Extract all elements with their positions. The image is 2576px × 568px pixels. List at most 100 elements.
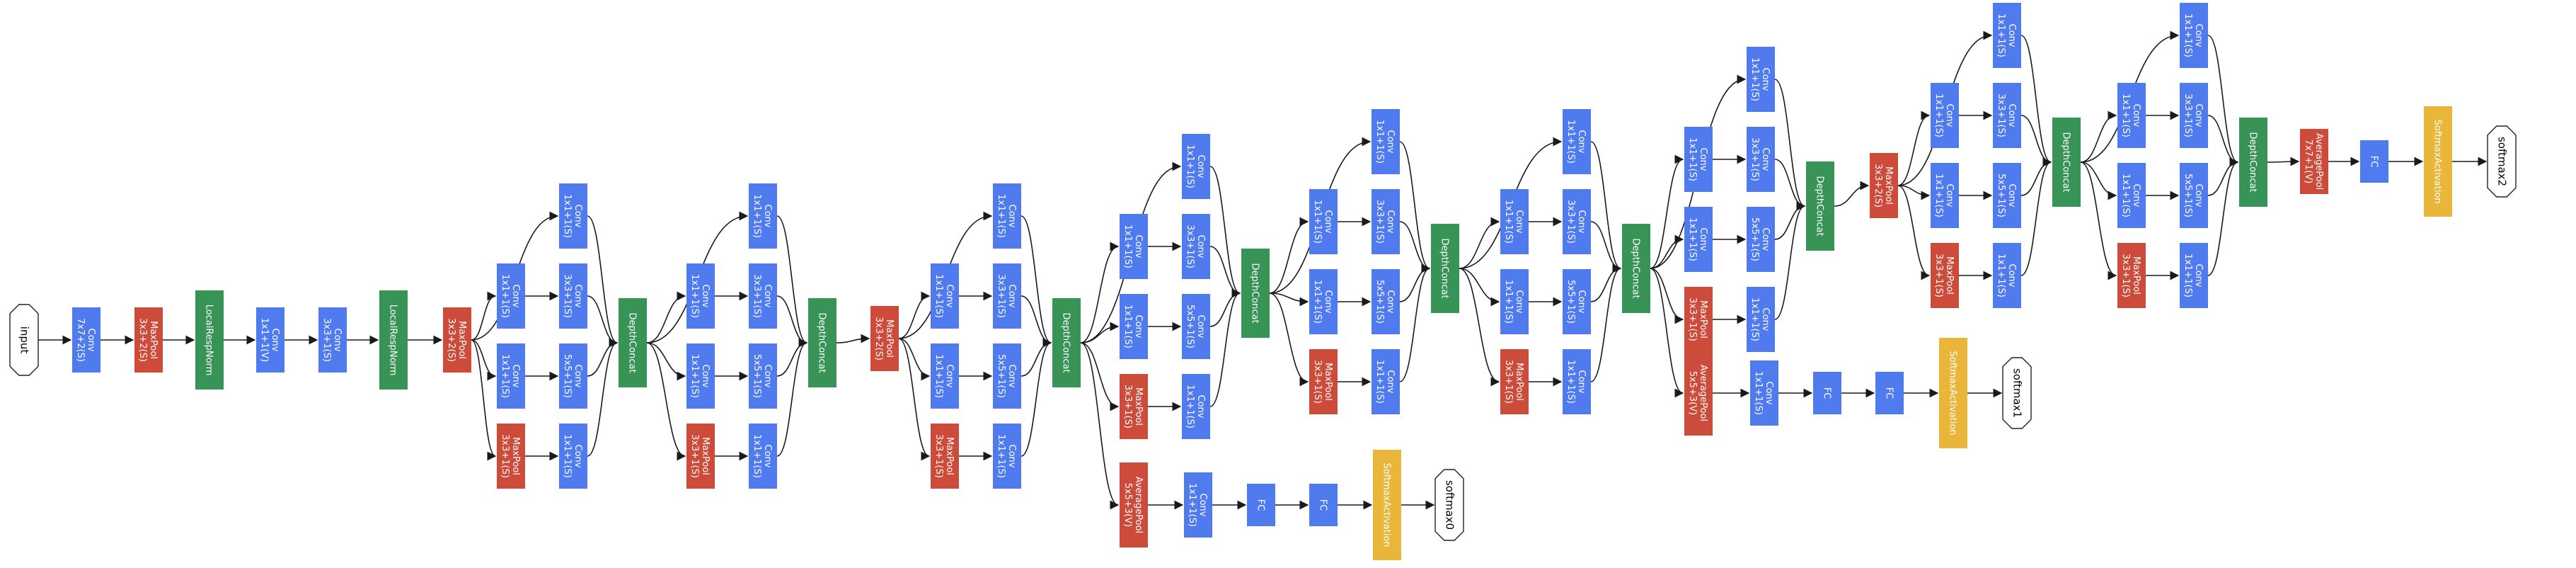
edge-i3a_1-to-i3a_dc [587, 215, 619, 348]
norm-node-shape [619, 298, 647, 387]
node-label-line: Conv [1764, 382, 1774, 405]
edge-i5b_dc-to-pf [2267, 157, 2300, 166]
node-label-line: Conv [573, 205, 583, 228]
node-a1_out: softmax1 [2002, 357, 2032, 429]
node-label-line: SoftmaxActivation [1948, 351, 1958, 435]
node-i4b_r5: Conv1x1+1(S) [1120, 294, 1148, 359]
node-label-line: AveragePool [2313, 133, 2324, 190]
node-label-line: MaxPool [1514, 363, 1524, 401]
edge-i4b_pp-to-i4b_dc [1209, 288, 1241, 407]
node-label: Conv1x1+1(S) [996, 434, 1017, 478]
node-label-line: MaxPool [1133, 387, 1144, 426]
node-input: input [9, 304, 39, 376]
node-label-line: 1x1+1(S) [689, 354, 700, 398]
node-label-line: LocalRespNorm [388, 305, 398, 376]
node-i4d_5: Conv5x5+1(S) [1563, 269, 1591, 334]
conv-node-shape [1372, 109, 1400, 174]
node-label-line: Conv [2006, 24, 2017, 47]
pool-node-shape [1684, 351, 1713, 436]
node-outf: softmax2 [2487, 125, 2517, 198]
node-label: Conv1x1+1(S) [1187, 483, 1208, 527]
node-i4d_1: Conv1x1+1(S) [1563, 109, 1591, 174]
node-label-line: 1x1+1(S) [1185, 144, 1195, 188]
node-i5b_pp: Conv1x1+1(S) [2180, 243, 2208, 308]
node-label: DepthConcat [627, 312, 638, 373]
conv-node-shape [993, 263, 1021, 329]
node-label: AveragePool5x5+3(V) [1122, 477, 1144, 533]
node-label: Conv5x5+1(S) [562, 354, 583, 398]
edge-i3a_pp-to-i3a_dc [587, 338, 619, 457]
edge-i5a_1-to-i5a_dc [2020, 35, 2052, 167]
node-i4d_r3: Conv1x1+1(S) [1500, 189, 1529, 254]
node-label: Conv1x1+1(S) [1185, 144, 1206, 188]
conv-node-shape [497, 343, 525, 409]
edge-p4-to-i5a_p [1897, 185, 1931, 280]
conv-node-shape [1563, 269, 1591, 334]
node-label: Conv5x5+1(S) [1565, 280, 1587, 324]
node-label-line: 1x1+1(S) [2120, 174, 2131, 217]
node-i5a_r3: Conv1x1+1(S) [1931, 83, 1959, 148]
node-label-line: 1x1+1(S) [1503, 200, 1514, 244]
norm-node-shape [2052, 118, 2081, 207]
node-label-line: 1x1+1(S) [1749, 297, 1760, 341]
node-label-line: 1x1+1(S) [1687, 137, 1698, 181]
node-label: Conv1x1+1(S) [1996, 13, 2017, 57]
node-label-line: Conv [944, 365, 955, 388]
node-label-line: 1x1+1(S) [1687, 217, 1698, 261]
conv-node-shape [1875, 372, 1904, 414]
node-i3a_r3: Conv1x1+1(S) [497, 263, 525, 329]
node-i3a_r5: Conv1x1+1(S) [497, 343, 525, 409]
pool-node-shape [1931, 243, 1959, 308]
edge-i4a_dc-to-a0_pool [1080, 342, 1120, 510]
node-label-line: 3x3+2(S) [446, 318, 456, 362]
pool-node-shape [1870, 153, 1898, 218]
node-label-line: Conv [1133, 235, 1144, 259]
edge-i4a_dc-to-i4b_p [1080, 342, 1120, 411]
node-label-line: 5x5+3(V) [1122, 483, 1133, 527]
node-label: Conv3x3+1(S) [1565, 200, 1587, 244]
node-label: Conv1x1+1(S) [689, 354, 711, 398]
node-label-line: 1x1+1(S) [752, 194, 762, 238]
edge-i4b_dc-to-i4c_r5 [1269, 292, 1309, 307]
node-label-line: FC [1318, 499, 1328, 511]
norm-node-shape [379, 290, 408, 390]
node-i5b_r3: Conv1x1+1(S) [2117, 83, 2146, 148]
norm-node-shape [808, 298, 836, 387]
node-i4a_r5: Conv1x1+1(S) [931, 343, 959, 409]
conv-node-shape [1993, 83, 2021, 148]
node-label: DepthConcat [1061, 312, 1071, 373]
node-label-line: Conv [1133, 315, 1144, 339]
edge-p2-to-i3a_p [471, 339, 497, 461]
node-label-line: Conv [1385, 210, 1396, 234]
node-label-line: 3x3+1(S) [689, 434, 700, 478]
node-i3b_1: Conv1x1+1(S) [749, 183, 777, 249]
conv-node-shape [1684, 207, 1713, 272]
node-a0_fc1: FC [1247, 484, 1275, 526]
node-label-line: 1x1+1(V) [259, 318, 270, 362]
node-i4c_r5: Conv1x1+1(S) [1309, 269, 1338, 334]
node-label-line: 3x3+1(S) [1122, 385, 1133, 428]
node-label-line: 1x1+1(S) [1753, 371, 1764, 415]
conv-node-shape [1372, 269, 1400, 334]
node-label-line: 5x5+1(S) [562, 354, 573, 398]
edge-i3a_dc-to-i3b_r5 [646, 342, 686, 381]
node-label-line: 1x1+1(S) [1996, 13, 2006, 57]
node-label-line: 1x1+1(S) [933, 274, 944, 318]
node-label: Conv1x1+1(S) [933, 354, 955, 398]
pool-node-shape [497, 424, 525, 489]
norm-node-shape [1052, 298, 1081, 387]
edges-layer [38, 30, 2488, 510]
node-label-line: 5x5+1(S) [1374, 280, 1385, 324]
node-i5b_p: MaxPool3x3+1(S) [2117, 243, 2146, 308]
node-i4a_5: Conv5x5+1(S) [993, 343, 1021, 409]
node-label-line: Conv [573, 445, 583, 468]
node-label: Conv3x3+1(S) [1374, 200, 1396, 244]
node-label: DepthConcat [1250, 263, 1260, 323]
node-label-line: 3x3+1(S) [321, 318, 332, 362]
node-label: FC [1884, 387, 1894, 399]
edge-i5a_dc-to-i5b_r5 [2080, 161, 2117, 200]
edge-i4c_dc-to-i4d_p [1459, 268, 1500, 387]
node-i4c_pp: Conv1x1+1(S) [1372, 349, 1400, 414]
node-label-line: MaxPool [2131, 256, 2141, 295]
node-i4d_dc: DepthConcat [1622, 224, 1650, 313]
